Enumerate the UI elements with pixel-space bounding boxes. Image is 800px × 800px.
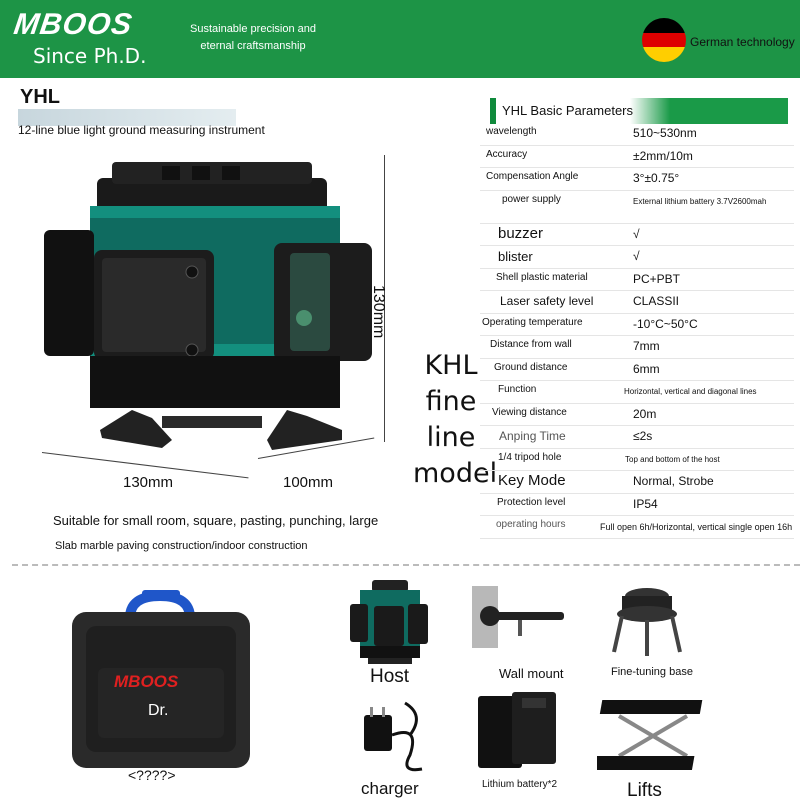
lifts-label: Lifts bbox=[627, 780, 662, 800]
param-value: Horizontal, vertical and diagonal lines bbox=[624, 387, 757, 396]
charger-image bbox=[364, 701, 423, 772]
model-underline bbox=[18, 109, 236, 126]
section-divider bbox=[12, 564, 800, 566]
param-value: Normal, Strobe bbox=[633, 474, 714, 488]
table-row: Laser safety level CLASSII bbox=[480, 291, 794, 314]
table-row: wavelength 510~530nm bbox=[480, 123, 794, 146]
param-value: 7mm bbox=[633, 339, 660, 353]
param-value: √ bbox=[633, 249, 640, 263]
brand-header: MBOOS Since Ph.D. Sustainable precision … bbox=[0, 0, 800, 78]
laser-level-image bbox=[44, 162, 372, 450]
table-row: Compensation Angle 3°±0.75° bbox=[480, 168, 794, 191]
carry-case-image bbox=[72, 590, 250, 768]
param-value: √ bbox=[633, 226, 640, 241]
table-row: Anping Time ≤2s bbox=[480, 426, 794, 449]
param-label: operating hours bbox=[496, 519, 566, 530]
fine-base-label: Fine-tuning base bbox=[611, 666, 693, 678]
param-value: IP54 bbox=[633, 496, 658, 511]
param-value: 510~530nm bbox=[633, 126, 697, 140]
param-value: ±2mm/10m bbox=[633, 148, 693, 163]
table-row: Key Mode Normal, Strobe bbox=[480, 471, 794, 494]
param-label: Key Mode bbox=[498, 472, 566, 489]
param-value: 3°±0.75° bbox=[633, 171, 680, 185]
table-row: buzzer √ bbox=[480, 224, 794, 246]
param-value: -10°C~50°C bbox=[633, 316, 698, 331]
brand-tagline: Sustainable precision and eternal crafts… bbox=[190, 23, 316, 52]
host-image bbox=[350, 580, 428, 664]
param-label: buzzer bbox=[498, 224, 544, 242]
table-row: Distance from wall 7mm bbox=[480, 336, 794, 359]
table-row: Ground distance 6mm bbox=[480, 359, 794, 381]
param-label: Accuracy bbox=[486, 148, 528, 160]
model-name: KHL fine line model bbox=[413, 350, 498, 489]
param-value: ≤2s bbox=[633, 429, 653, 443]
height-dimension: 130mm bbox=[370, 285, 387, 339]
battery-label: Lithium battery*2 bbox=[482, 779, 558, 790]
table-row: power supply External lithium battery 3.7… bbox=[480, 191, 794, 224]
german-flag-icon bbox=[642, 18, 686, 62]
param-label: Shell plastic material bbox=[496, 271, 588, 283]
param-label: 1/4 tripod hole bbox=[498, 451, 562, 463]
param-label: Function bbox=[498, 384, 537, 395]
param-value: Top and bottom of the host bbox=[625, 454, 720, 464]
param-label: wavelength bbox=[486, 126, 537, 137]
params-header-bar bbox=[490, 98, 788, 124]
param-label: Distance from wall bbox=[490, 339, 572, 350]
param-value: PC+PBT bbox=[633, 271, 681, 286]
table-row: Protection level IP54 bbox=[480, 494, 794, 516]
param-label: Protection level bbox=[497, 496, 566, 508]
param-value: Full open 6h/Horizontal, vertical single… bbox=[600, 522, 793, 532]
brand-logo[interactable]: MBOOS bbox=[11, 8, 135, 41]
param-label: Compensation Angle bbox=[486, 171, 579, 182]
param-value: CLASSII bbox=[633, 294, 680, 308]
table-row: Accuracy ±2mm/10m bbox=[480, 146, 794, 168]
wall-mount-image bbox=[472, 586, 564, 648]
params-table: wavelength 510~530nm Accuracy ±2mm/10m Com… bbox=[480, 123, 794, 539]
height-dimension-line bbox=[384, 155, 385, 442]
model-code: YHL bbox=[20, 86, 60, 108]
table-row: operating hours Full open 6h/Horizontal, … bbox=[480, 516, 794, 539]
german-technology-label: German technology bbox=[690, 35, 795, 49]
battery-image bbox=[478, 692, 556, 768]
param-label: Laser safety level bbox=[500, 294, 594, 308]
case-label: <????> bbox=[128, 767, 176, 783]
param-value: 6mm bbox=[633, 361, 660, 376]
host-label: Host bbox=[370, 666, 410, 687]
table-row: Function Horizontal, vertical and diagona… bbox=[480, 381, 794, 404]
table-row: Viewing distance 20m bbox=[480, 404, 794, 426]
width-dimension: 130mm bbox=[123, 474, 174, 491]
param-label: power supply bbox=[502, 193, 561, 205]
table-row: Shell plastic material PC+PBT bbox=[480, 269, 794, 291]
fine-base-image bbox=[612, 588, 682, 656]
case-logo: MBOOS bbox=[114, 672, 179, 691]
lifts-image bbox=[597, 700, 703, 770]
table-row: blister √ bbox=[480, 246, 794, 269]
param-label: Ground distance bbox=[494, 361, 568, 373]
params-title: YHL Basic Parameters bbox=[502, 103, 634, 118]
param-label: blister bbox=[498, 249, 533, 264]
brand-since: Since Ph.D. bbox=[33, 44, 147, 68]
construction-text: Slab marble paving construction/indoor c… bbox=[55, 540, 308, 552]
param-label: Anping Time bbox=[499, 429, 566, 443]
param-label: Viewing distance bbox=[492, 406, 567, 418]
param-value: 20m bbox=[633, 406, 657, 421]
param-label: Operating temperature bbox=[482, 316, 583, 328]
wall-mount-label: Wall mount bbox=[499, 666, 564, 681]
table-row: 1/4 tripod hole Top and bottom of the hos… bbox=[480, 449, 794, 471]
param-value: External lithium battery 3.7V2600mah bbox=[633, 196, 767, 206]
table-row: Operating temperature -10°C~50°C bbox=[480, 314, 794, 336]
charger-label: charger bbox=[361, 779, 419, 798]
depth-dimension: 100mm bbox=[283, 474, 334, 491]
suitability-text: Suitable for small room, square, pasting… bbox=[53, 513, 379, 528]
product-subtitle: 12-line blue light ground measuring inst… bbox=[18, 123, 265, 137]
case-sub: Dr. bbox=[148, 702, 169, 719]
